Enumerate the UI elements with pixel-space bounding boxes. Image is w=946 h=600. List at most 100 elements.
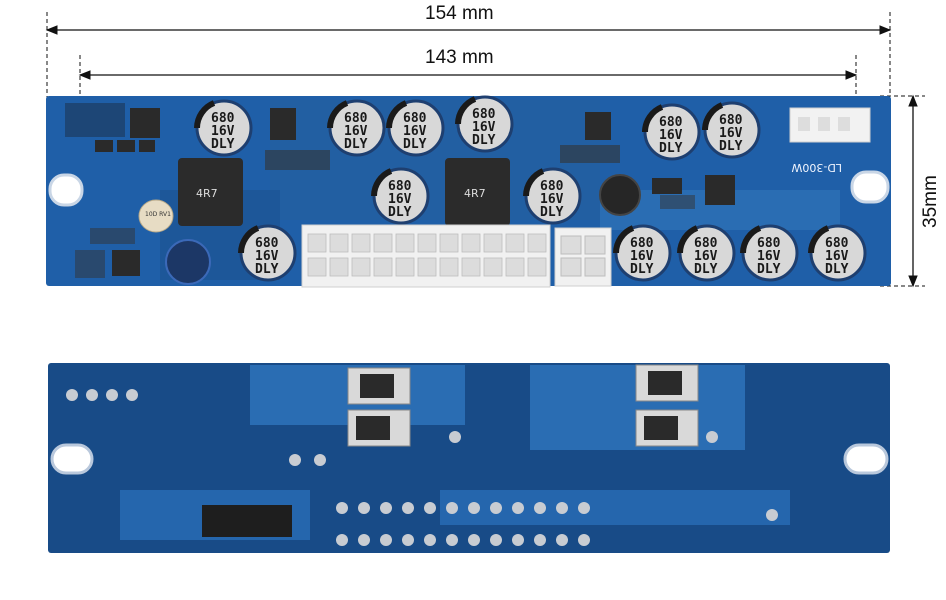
solder-joint: [380, 534, 392, 546]
connector-pin: [483, 233, 503, 253]
arrow-left-icon: [78, 70, 91, 80]
solder-joint: [336, 534, 348, 546]
capacitor-marking: 680: [719, 113, 743, 128]
connector-pin: [505, 233, 525, 253]
solder-joint: [468, 534, 480, 546]
solder-joint: [402, 534, 414, 546]
solder-joint: [534, 534, 546, 546]
capacitor-marking: DLY: [540, 205, 564, 220]
4pin-connector: [554, 227, 612, 287]
ic-chip: [262, 505, 292, 537]
capacitor-marking: 16V: [719, 126, 743, 141]
solder-joint: [766, 509, 778, 521]
solder-joint: [468, 502, 480, 514]
electrolytic-capacitor: [165, 239, 211, 285]
mosfet: [635, 364, 699, 402]
arrow-down-icon: [908, 275, 918, 288]
capacitor-marking: DLY: [255, 262, 279, 277]
solder-joint: [314, 454, 326, 466]
dimension-annotations: [45, 12, 925, 288]
connector-pin: [351, 233, 371, 253]
capacitor-marking: 680: [659, 115, 683, 130]
capacitor-marking: 680: [540, 179, 564, 194]
solder-joint: [336, 502, 348, 514]
capacitor-marking: DLY: [757, 262, 781, 277]
capacitor-marking: 680: [472, 107, 496, 122]
capacitor-marking: DLY: [344, 137, 368, 152]
connector-pin: [307, 257, 327, 277]
capacitor-group: 68016VDLY68016VDLY68016VDLY68016VDLY6801…: [194, 95, 867, 282]
solder-joint: [358, 502, 370, 514]
capacitor-marking: DLY: [211, 137, 235, 152]
hole-spacing-label: 143 mm: [425, 47, 494, 68]
pcb-bottom-view: [48, 363, 890, 553]
arrow-up-icon: [908, 94, 918, 107]
solder-joint: [106, 389, 118, 401]
solder-joint: [402, 502, 414, 514]
connector-pin: [417, 257, 437, 277]
electrolytic-capacitor: [599, 174, 641, 216]
solder-joint: [578, 534, 590, 546]
connector-pin: [351, 257, 371, 277]
capacitor-marking: 16V: [344, 124, 368, 139]
capacitor-marking: 680: [403, 111, 427, 126]
solder-joint: [490, 502, 502, 514]
connector-pin: [329, 233, 349, 253]
capacitor-marking: DLY: [472, 133, 496, 148]
mounting-slot-left: [48, 173, 84, 207]
capacitor-marking: 16V: [540, 192, 564, 207]
capacitor-marking: 680: [255, 236, 279, 251]
capacitor-marking: 16V: [694, 249, 718, 264]
mosfet: [635, 409, 699, 447]
mounting-slot-right: [850, 170, 890, 204]
solder-joint: [424, 502, 436, 514]
inductor-label: 4R7: [196, 187, 218, 200]
capacitor-marking: 680: [630, 236, 654, 251]
capacitor-marking: DLY: [388, 205, 412, 220]
connector-pin: [373, 233, 393, 253]
solder-joint: [380, 502, 392, 514]
capacitor-marking: 16V: [403, 124, 427, 139]
capacitor-marking: DLY: [630, 262, 654, 277]
solder-joint: [424, 534, 436, 546]
capacitor-marking: 16V: [388, 192, 412, 207]
capacitor-marking: DLY: [403, 137, 427, 152]
solder-joint: [490, 534, 502, 546]
model-silkscreen: LD-300W: [791, 161, 842, 174]
capacitor-marking: 16V: [757, 249, 781, 264]
connector-pin: [307, 233, 327, 253]
connector-pin: [417, 233, 437, 253]
connector-pin: [395, 233, 415, 253]
capacitor-marking: 16V: [211, 124, 235, 139]
connector-pin: [395, 257, 415, 277]
connector-pin: [505, 257, 525, 277]
overall-width-label: 154 mm: [425, 3, 494, 24]
mounting-slot-right: [843, 443, 889, 475]
capacitor-marking: 680: [825, 236, 849, 251]
capacitor-marking: DLY: [825, 262, 849, 277]
connector-pin: [527, 257, 547, 277]
connector-pin: [461, 233, 481, 253]
fan-header-connector: [789, 107, 871, 143]
inductor: 4R7: [445, 158, 510, 226]
solder-joint: [449, 431, 461, 443]
capacitor-marking: 16V: [472, 120, 496, 135]
svg-text:10D RV1: 10D RV1: [145, 211, 171, 218]
solder-joint: [358, 534, 370, 546]
capacitor-marking: 16V: [825, 249, 849, 264]
capacitor-marking: 680: [757, 236, 781, 251]
solder-joint: [446, 534, 458, 546]
capacitor-marking: 680: [388, 179, 412, 194]
solder-joints: [66, 389, 778, 546]
inductor-label: 4R7: [464, 187, 486, 200]
solder-joint: [556, 502, 568, 514]
